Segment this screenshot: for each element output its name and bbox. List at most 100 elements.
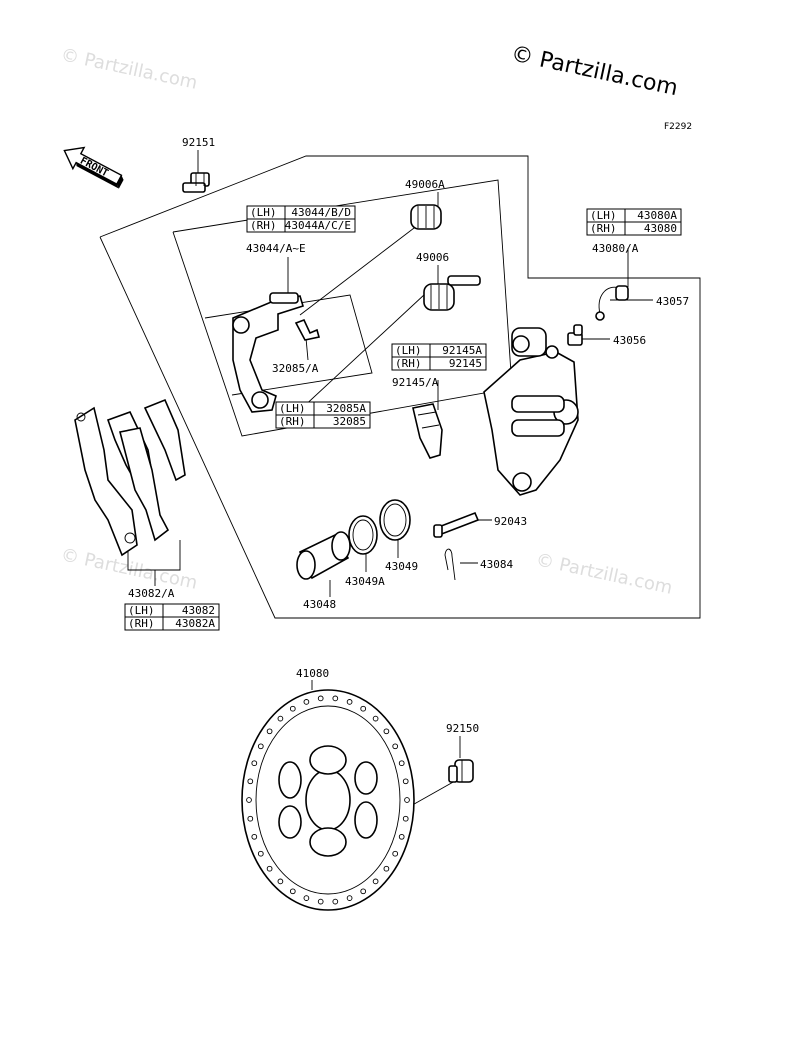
table-part-number: 32085 [333, 415, 366, 428]
watermark: © Partzilla.com [534, 549, 674, 598]
watermark: © Partzilla.com [59, 44, 199, 93]
front-arrow-icon: FRONT [63, 146, 124, 189]
table-part-number: 43080A [637, 209, 677, 222]
rotor-hole [251, 760, 258, 767]
bolt-92151 [182, 172, 210, 193]
front-label: FRONT [78, 156, 110, 180]
table-part-number: 92145A [442, 344, 482, 357]
rotor-hole [277, 878, 284, 885]
part-number-43049A: 43049A [345, 575, 385, 588]
rotor-hole [346, 699, 353, 705]
part-number-43048: 43048 [303, 598, 336, 611]
rotor-hole [266, 728, 273, 735]
rotor-hole [392, 743, 399, 750]
pad-spring-92145 [412, 403, 443, 459]
part-number-49006: 49006 [416, 251, 449, 264]
part-number-43080: 43080/A [592, 242, 639, 255]
bleeder-cap-43057 [595, 285, 629, 321]
caliper-bracket-43044 [232, 292, 304, 413]
seal-43049 [379, 499, 411, 541]
rotor-hole [398, 760, 405, 767]
boot-49006A [410, 204, 442, 230]
table-43080: (LH) 43080A (RH) 43080 [586, 208, 682, 236]
rotor-hole [277, 715, 284, 722]
part-number-32085: 32085/A [272, 362, 319, 375]
table-side-label: (LH) [279, 402, 306, 415]
rotor-hole [372, 715, 379, 722]
part-number-43056: 43056 [613, 334, 646, 347]
rotor-hole [404, 797, 410, 803]
table-43044: (LH) 43044/B/D (RH) 43044A/C/E [246, 205, 356, 233]
table-43082: (LH) 43082 (RH) 43082A [124, 603, 220, 631]
table-side-label: (LH) [128, 604, 155, 617]
part-number-92151: 92151 [182, 136, 215, 149]
part-number-49006A: 49006A [405, 178, 445, 191]
table-part-number: 43082 [182, 604, 215, 617]
figure-code: F2292 [664, 122, 692, 132]
rotor-holes [246, 695, 410, 905]
rotor-hole [303, 699, 310, 705]
rotor-hole [257, 743, 264, 750]
rotor-hole [360, 888, 367, 895]
table-part-number: 92145 [449, 357, 482, 370]
rotor-hole [332, 695, 339, 702]
brake-rotor-41080 [241, 689, 415, 911]
rotor-hole [266, 865, 273, 872]
seal-43049A [348, 515, 378, 555]
bolt-92150 [448, 759, 474, 783]
part-number-43044: 43044/A~E [246, 242, 306, 255]
clip-32085 [294, 318, 321, 341]
rotor-hole [383, 728, 390, 735]
rotor-hole [317, 898, 324, 905]
table-side-label: (LH) [250, 206, 277, 219]
table-part-number: 43080 [644, 222, 677, 235]
rotor-hole [251, 833, 258, 840]
part-number-41080: 41080 [296, 667, 329, 680]
rotor-hole [360, 705, 367, 712]
rotor-hole [383, 865, 390, 872]
rotor-hole [402, 778, 409, 785]
rotor-hole [332, 898, 339, 905]
rotor-hole [392, 850, 399, 857]
rotor-hole [398, 833, 405, 840]
table-part-number: 43044/B/D [291, 206, 351, 219]
table-32085: (LH) 32085A (RH) 32085 [275, 401, 371, 429]
part-number-92043: 92043 [494, 515, 527, 528]
rotor-hole [303, 895, 310, 901]
rotor-hole [317, 695, 324, 702]
pin-49006 [423, 275, 481, 311]
part-number-92145: 92145/A [392, 376, 439, 389]
rotor-hole [402, 815, 409, 822]
rotor-hole [247, 778, 254, 785]
table-side-label: (LH) [590, 209, 617, 222]
part-number-43057: 43057 [656, 295, 689, 308]
rotor-hole [372, 878, 379, 885]
caliper-group-frame [99, 155, 701, 619]
cotter-clip-43084 [444, 548, 456, 581]
table-side-label: (RH) [590, 222, 617, 235]
table-part-number: 43082A [175, 617, 215, 630]
pads-bracket-line [127, 540, 181, 571]
copyright-text: © Partzilla.com [509, 41, 680, 101]
table-part-number: 43044A/C/E [285, 219, 351, 232]
part-number-43049: 43049 [385, 560, 418, 573]
table-92145: (LH)92145A(RH)92145 [391, 343, 487, 371]
rotor-hole [346, 895, 353, 901]
rotor-hole [289, 705, 296, 712]
part-number-43084: 43084 [480, 558, 513, 571]
rotor-hole [246, 797, 252, 803]
caliper-body-43080 [483, 327, 579, 496]
rotor-hole [247, 815, 254, 822]
part-number-43082: 43082/A [128, 587, 175, 600]
table-part-number: 32085A [326, 402, 366, 415]
part-number-92150: 92150 [446, 722, 479, 735]
table-side-label: (RH) [395, 357, 422, 370]
table-side-label: (RH) [128, 617, 155, 630]
table-side-label: (RH) [279, 415, 306, 428]
rotor-hole [257, 850, 264, 857]
table-side-label: (RH) [250, 219, 277, 232]
brake-pads-43082 [74, 398, 186, 557]
piston-43048 [296, 531, 351, 580]
